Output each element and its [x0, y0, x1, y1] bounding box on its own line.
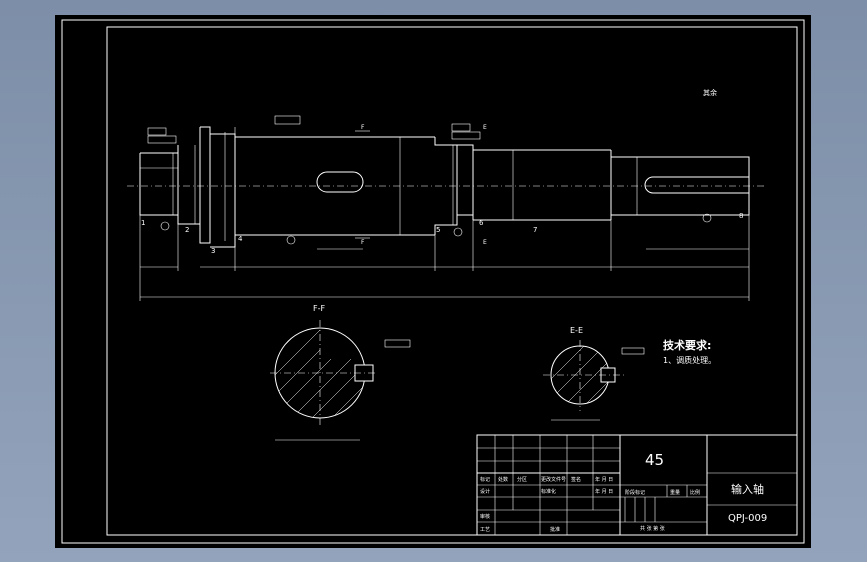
svg-text:处数: 处数 [498, 476, 508, 483]
svg-text:更改文件号: 更改文件号 [541, 476, 566, 483]
tech-title: 技术要求: [663, 338, 711, 352]
part-number-7: 7 [533, 226, 537, 234]
shaft-main-view [127, 115, 767, 301]
inner-border [106, 26, 798, 536]
part-number-2: 2 [185, 226, 189, 234]
svg-text:重量: 重量 [670, 489, 680, 496]
section-e-label: E-E [570, 326, 583, 335]
svg-text:年 月 日: 年 月 日 [595, 488, 613, 495]
svg-text:年 月 日: 年 月 日 [595, 476, 613, 483]
part-number-labels: 1 2 3 4 5 6 7 8 [141, 212, 743, 255]
section-mark-e-top: E [483, 124, 487, 131]
svg-text:设计: 设计 [480, 488, 490, 495]
section-mark-e-bottom: E [483, 239, 487, 246]
hatch-f [275, 328, 365, 418]
keyway-slot-2 [644, 176, 749, 194]
drawing-canvas: 1 2 3 4 5 6 7 8 其余 F F E E F-F [55, 15, 811, 548]
svg-text:签名: 签名 [571, 476, 581, 483]
section-view-f: F-F [270, 304, 411, 441]
svg-text:批准: 批准 [550, 526, 560, 533]
svg-text:比例: 比例 [690, 489, 700, 496]
part-number-3: 3 [211, 247, 215, 255]
shaft-outline [139, 152, 179, 216]
svg-text:共 张 第 张: 共 张 第 张 [640, 525, 665, 532]
outer-border [61, 19, 805, 544]
part-number-6: 6 [479, 219, 484, 227]
title-block: 45 输入轴 QPJ-009 标记 处数 分区 更改文件号 签名 年 月 日 设… [476, 434, 798, 536]
part-number-1: 1 [141, 219, 145, 227]
section-view-e: E-E [543, 326, 645, 421]
material-text: 45 [645, 451, 664, 469]
svg-text:分区: 分区 [517, 476, 527, 483]
svg-text:标记: 标记 [480, 476, 490, 483]
cad-drawing: 1 2 3 4 5 6 7 8 其余 F F E E F-F [61, 19, 805, 544]
part-name-text: 输入轴 [731, 482, 764, 496]
tech-item-1: 1、调质处理。 [663, 355, 716, 365]
keyway-slot-1 [316, 171, 364, 193]
svg-text:审核: 审核 [480, 513, 490, 520]
part-number-4: 4 [238, 235, 243, 243]
svg-text:工艺: 工艺 [480, 527, 490, 533]
drawing-number-text: QPJ-009 [728, 513, 767, 524]
section-mark-f-top: F [361, 124, 365, 131]
section-f-label: F-F [313, 304, 325, 313]
section-mark-f-bottom: F [361, 239, 365, 246]
part-number-8: 8 [739, 212, 743, 220]
svg-text:阶段标记: 阶段标记 [625, 489, 645, 496]
technical-requirements: 技术要求: 1、调质处理。 [663, 338, 716, 365]
part-number-5: 5 [436, 226, 440, 234]
roughness-note: 其余 [703, 88, 717, 97]
svg-text:标准化: 标准化 [541, 488, 556, 495]
